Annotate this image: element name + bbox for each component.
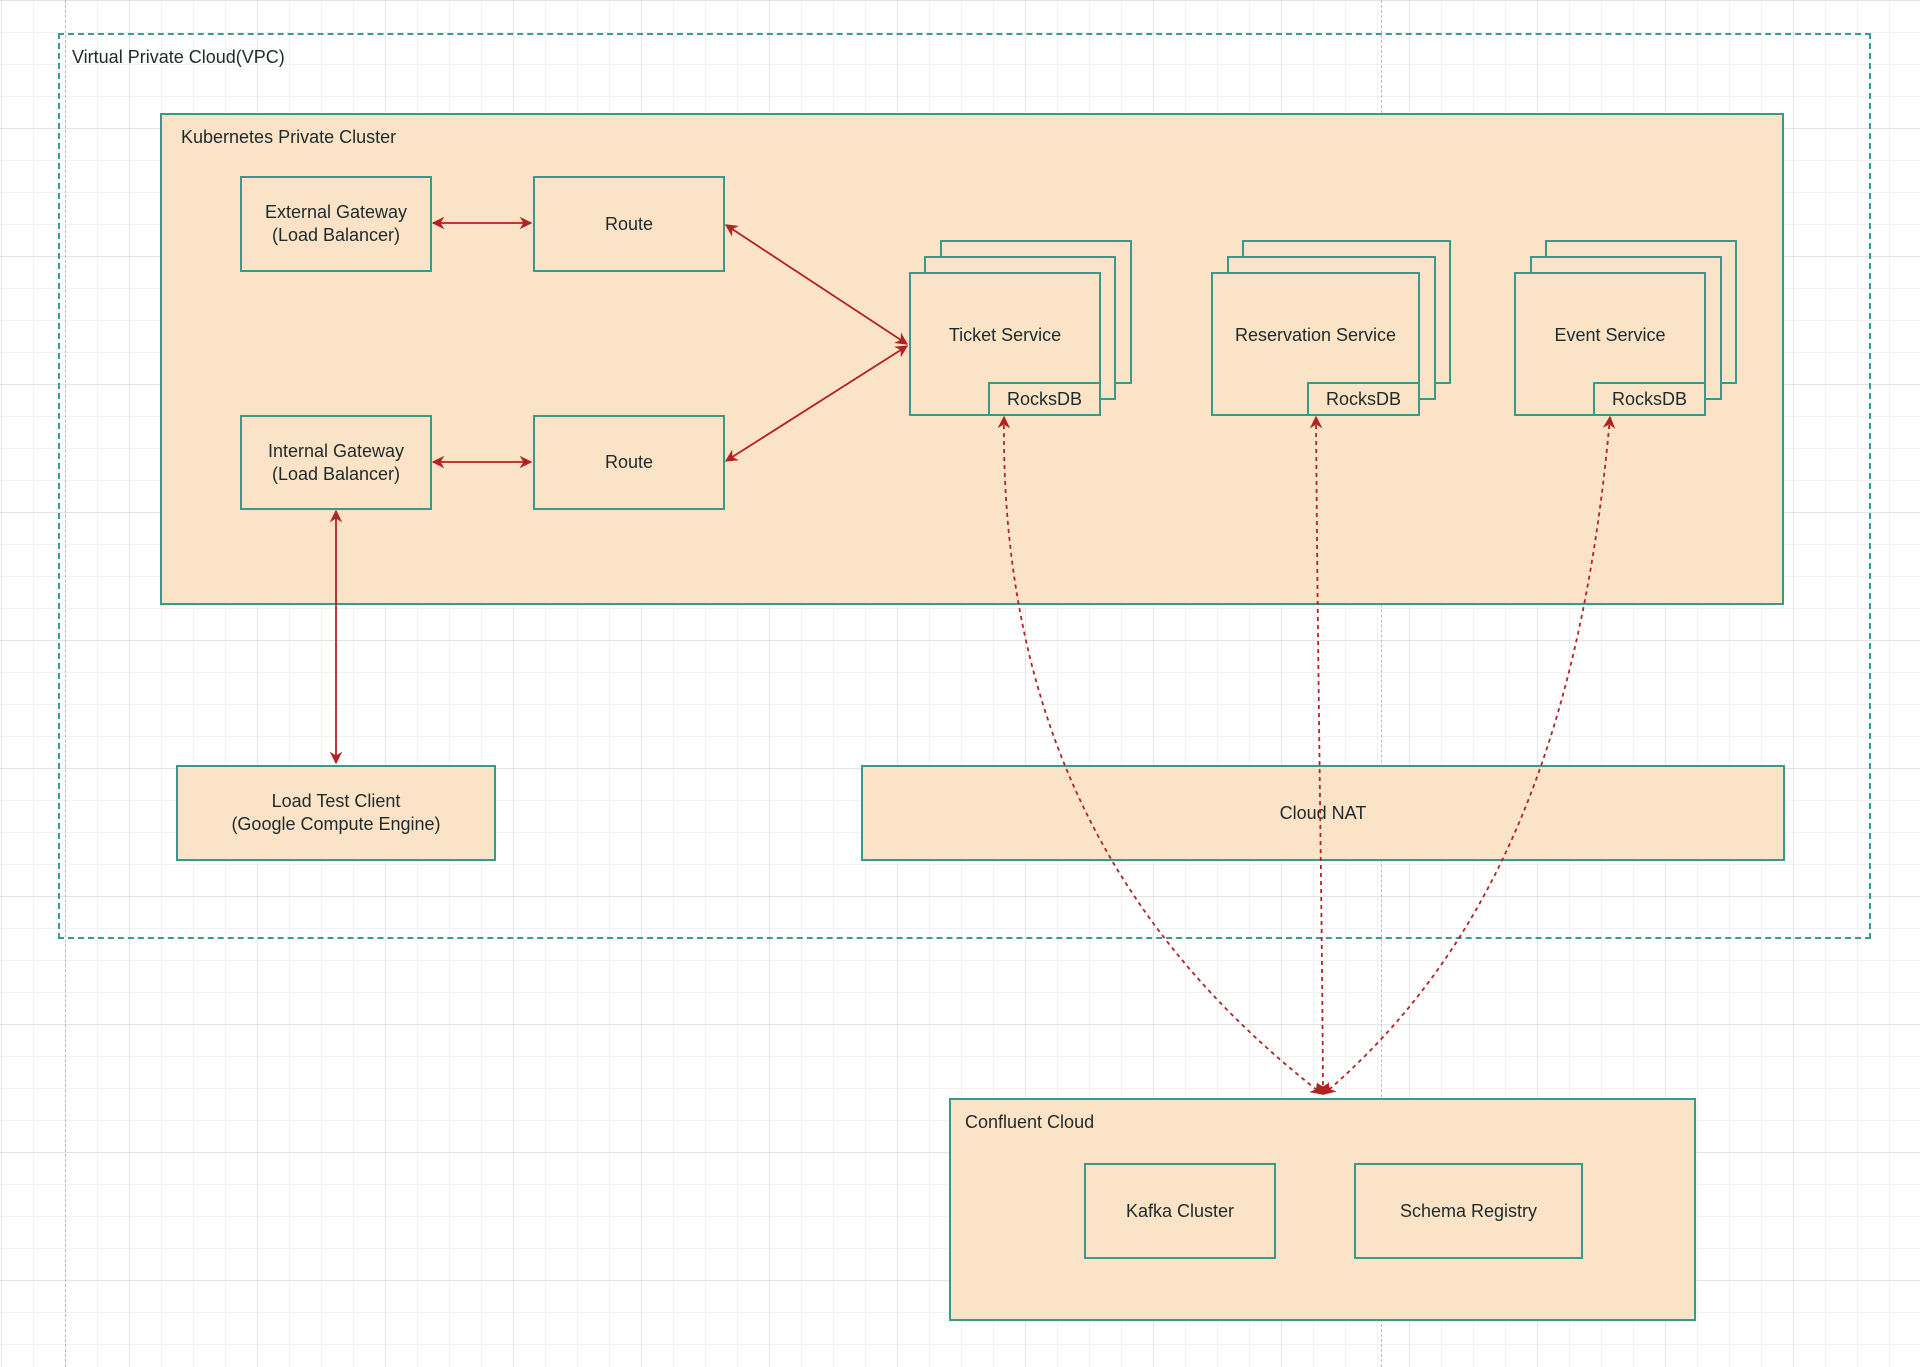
- node-label: Schema Registry: [1399, 1200, 1538, 1221]
- rocksdb-label: RocksDB: [1325, 388, 1401, 409]
- node-label: Load Test Client: [271, 791, 401, 811]
- node-sublabel: (Load Balancer): [271, 225, 401, 245]
- external-gateway-node[interactable]: External Gateway (Load Balancer): [240, 176, 432, 272]
- confluent-label: Confluent Cloud: [965, 1112, 1095, 1132]
- node-label: External Gateway: [264, 202, 408, 222]
- confluent-cloud-group[interactable]: Confluent Cloud: [949, 1098, 1696, 1321]
- vpc-label: Virtual Private Cloud(VPC): [72, 47, 285, 67]
- guide-line: [65, 0, 66, 1367]
- reservation-rocksdb[interactable]: RocksDB: [1307, 382, 1420, 416]
- ticket-rocksdb[interactable]: RocksDB: [988, 382, 1101, 416]
- rocksdb-label: RocksDB: [1006, 388, 1082, 409]
- event-rocksdb[interactable]: RocksDB: [1593, 382, 1706, 416]
- route-top-node[interactable]: Route: [533, 176, 725, 272]
- route-bottom-node[interactable]: Route: [533, 415, 725, 510]
- internal-gateway-node[interactable]: Internal Gateway(Load Balancer): [240, 415, 432, 510]
- schema-registry-node[interactable]: Schema Registry: [1354, 1163, 1583, 1259]
- load-test-client-node[interactable]: Load Test Client (Google Compute Engine): [176, 765, 496, 861]
- cloud-nat-node[interactable]: Cloud NAT: [861, 765, 1785, 861]
- kubernetes-label: Kubernetes Private Cluster: [181, 127, 397, 147]
- node-sublabel: (Load Balancer): [271, 463, 401, 484]
- node-label: Event Service: [1554, 324, 1666, 345]
- rocksdb-label: RocksDB: [1611, 388, 1687, 409]
- node-label: Internal Gateway: [267, 440, 405, 461]
- node-label: Route: [604, 452, 654, 472]
- vpc-group[interactable]: Virtual Private Cloud(VPC): [58, 33, 1871, 939]
- kafka-cluster-node[interactable]: Kafka Cluster: [1084, 1163, 1276, 1259]
- node-label: Route: [604, 213, 654, 234]
- node-label: Kafka Cluster: [1125, 1200, 1235, 1221]
- node-label: Ticket Service: [948, 324, 1062, 345]
- node-sublabel: (Google Compute Engine): [231, 814, 441, 834]
- node-label: Reservation Service: [1234, 324, 1397, 345]
- node-label: Cloud NAT: [1279, 802, 1367, 823]
